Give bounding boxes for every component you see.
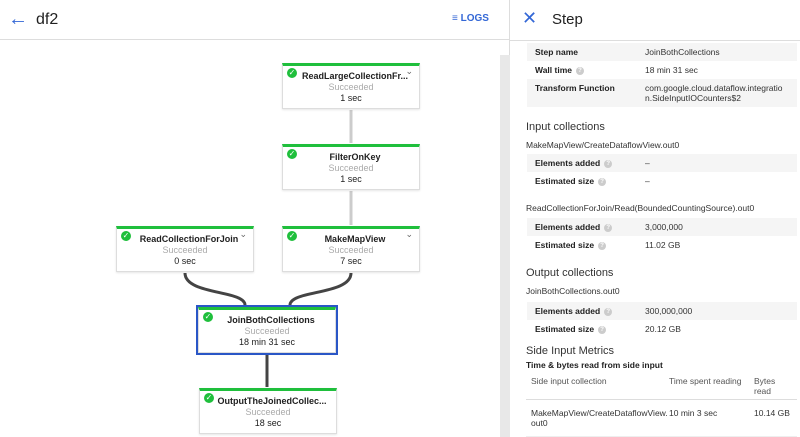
node-status: Succeeded xyxy=(328,245,374,255)
output-collection-name: JoinBothCollections.out0 xyxy=(526,286,620,296)
node-name: FilterOnKey xyxy=(329,152,381,162)
input-collection-name: ReadCollectionForJoin/Read(BoundedCounti… xyxy=(526,203,755,213)
help-icon[interactable]: ? xyxy=(598,241,607,250)
arrow-left-icon[interactable]: ← xyxy=(8,8,28,30)
check-circle-icon: ✓ xyxy=(287,149,297,159)
help-icon[interactable]: ? xyxy=(598,325,607,334)
help-icon[interactable]: ? xyxy=(604,159,613,168)
check-circle-icon: ✓ xyxy=(203,312,213,322)
node-status: Succeeded xyxy=(244,326,290,336)
job-title: df2 xyxy=(36,11,59,28)
output-collections-heading: Output collections xyxy=(526,267,614,279)
check-circle-icon: ✓ xyxy=(204,393,214,403)
graph-panel: ← df2 ≡ LOGS ✓ ⌄ReadLargeCollectionFr... … xyxy=(0,0,510,437)
input-collection-table: Elements added?– Estimated size?– xyxy=(527,154,797,190)
chevron-down-icon[interactable]: ⌄ xyxy=(405,66,413,76)
side-input-subheading: Time & bytes read from side input xyxy=(526,360,663,370)
output-collection-table: Elements added?300,000,000 Estimated siz… xyxy=(527,302,797,338)
input-collection-name: MakeMapView/CreateDataflowView.out0 xyxy=(526,140,680,150)
logs-button[interactable]: ≡ LOGS xyxy=(452,13,489,24)
chevron-down-icon[interactable]: ⌄ xyxy=(239,229,247,239)
check-circle-icon: ✓ xyxy=(287,231,297,241)
help-icon[interactable]: ? xyxy=(598,177,607,186)
node-time: 1 sec xyxy=(340,93,362,103)
node-time: 7 sec xyxy=(340,256,362,266)
node-name: ReadCollectionForJoin xyxy=(139,234,239,244)
help-icon[interactable]: ? xyxy=(604,223,613,232)
edge xyxy=(288,272,353,306)
node-name: OutputTheJoinedCollec... xyxy=(217,396,327,406)
node-time: 18 min 31 sec xyxy=(238,337,296,347)
graph-node[interactable]: ✓ JoinBothCollections Succeeded 18 min 31… xyxy=(196,305,338,355)
help-icon[interactable]: ? xyxy=(576,66,584,75)
check-circle-icon: ✓ xyxy=(121,231,131,241)
scrollbar[interactable] xyxy=(500,55,510,437)
list-icon: ≡ xyxy=(452,13,458,24)
input-collection-table: Elements added?3,000,000 Estimated size?… xyxy=(527,218,797,254)
node-time: 18 sec xyxy=(254,418,282,428)
node-status: Succeeded xyxy=(162,245,208,255)
check-circle-icon: ✓ xyxy=(287,68,297,78)
graph-edges xyxy=(183,110,353,387)
node-status: Succeeded xyxy=(245,407,291,417)
close-icon[interactable]: ✕ xyxy=(522,8,538,28)
node-name: ReadLargeCollectionFr... xyxy=(301,71,409,81)
input-collections-heading: Input collections xyxy=(526,121,605,133)
header: ← df2 ≡ LOGS xyxy=(0,0,510,40)
graph-node[interactable]: ✓ ⌄ReadLargeCollectionFr... Succeeded 1 s… xyxy=(282,63,420,109)
graph-node[interactable]: ✓OutputTheJoinedCollec... Succeeded 18 s… xyxy=(199,388,337,434)
node-time: 0 sec xyxy=(174,256,196,266)
node-status: Succeeded xyxy=(328,163,374,173)
graph-node[interactable]: ✓ FilterOnKey Succeeded 1 sec xyxy=(282,144,420,190)
help-icon[interactable]: ? xyxy=(604,307,613,316)
node-name: MakeMapView xyxy=(324,234,386,244)
node-time: 1 sec xyxy=(340,174,362,184)
panel-title: Step xyxy=(552,11,583,28)
graph-node[interactable]: ✓ ⌄ReadCollectionForJoin Succeeded 0 sec xyxy=(116,226,254,272)
graph-node[interactable]: ✓ ⌄ MakeMapView Succeeded 7 sec xyxy=(282,226,420,272)
chevron-down-icon[interactable]: ⌄ xyxy=(405,229,413,239)
side-input-heading: Side Input Metrics xyxy=(526,345,615,357)
node-name: JoinBothCollections xyxy=(227,315,315,325)
node-status: Succeeded xyxy=(328,82,374,92)
edge xyxy=(183,272,247,306)
